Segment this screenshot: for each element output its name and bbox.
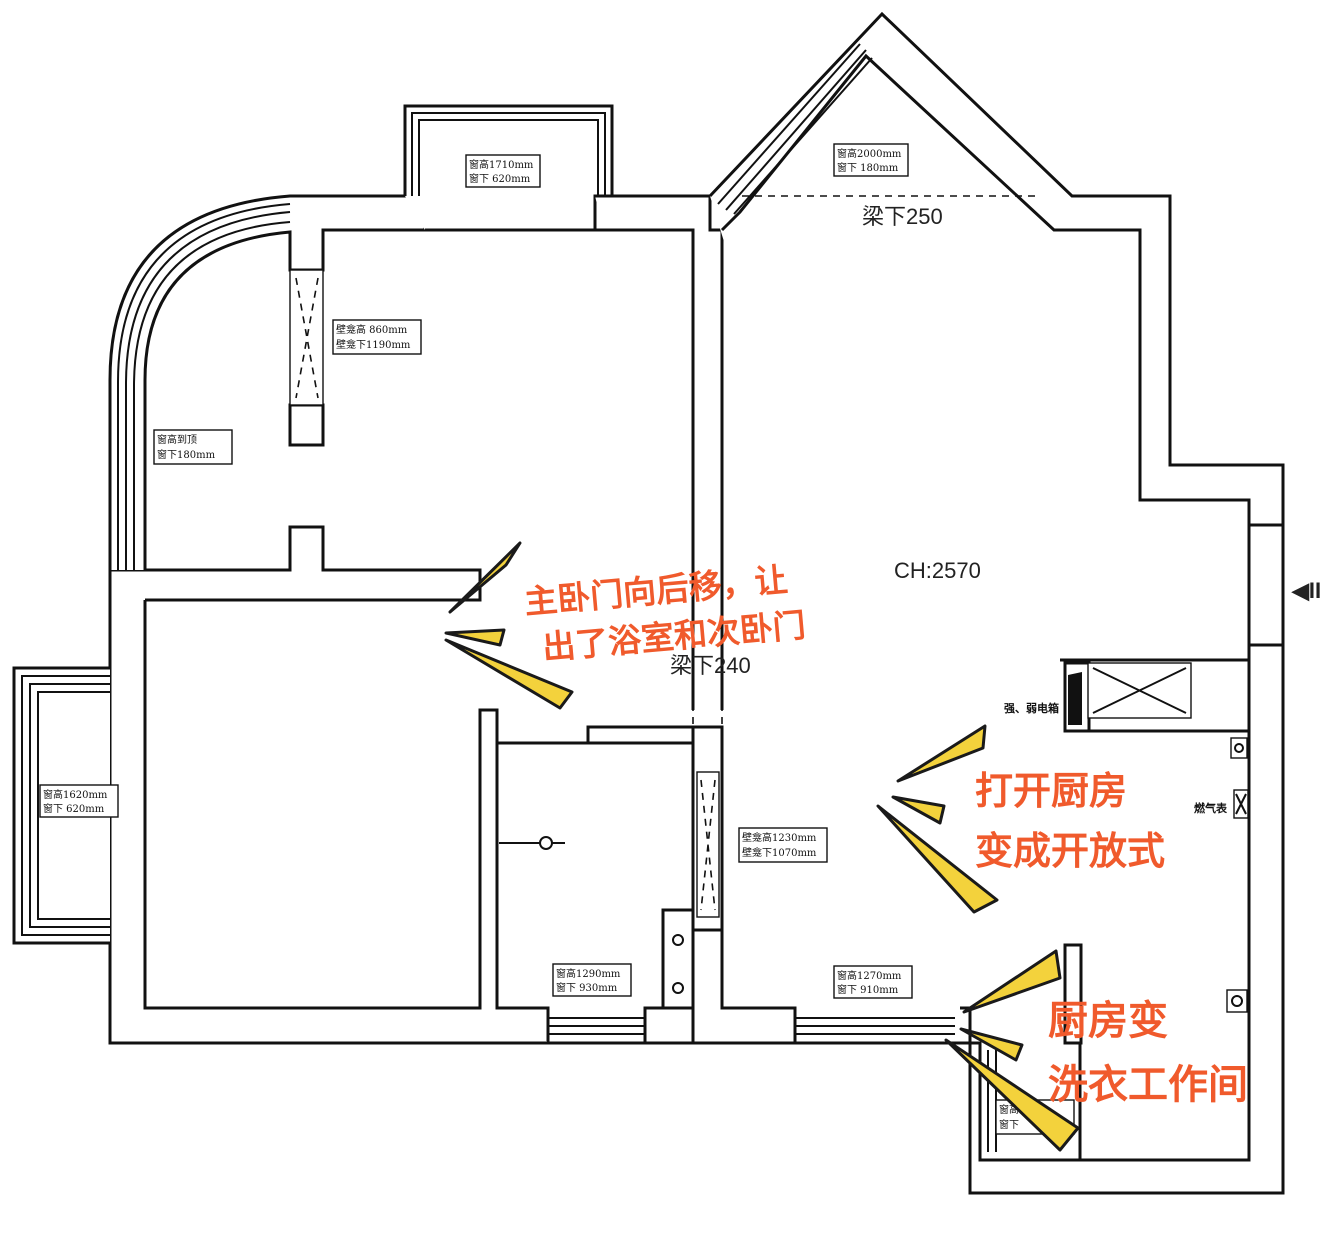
- label-line: 窗高1290mm: [556, 967, 621, 980]
- annotation-text: 打开厨房: [975, 769, 1127, 813]
- bath-south-pier: [643, 1006, 695, 1045]
- burst-ray: [962, 949, 1062, 1014]
- window-label-living: 窗高1270mm 窗下 910mm: [833, 965, 913, 999]
- gas-meter-label: 燃气表: [1193, 801, 1228, 815]
- burst-ray: [876, 804, 999, 914]
- curved-bay-wall: [108, 194, 427, 570]
- bath-south-wall: [497, 1006, 550, 1043]
- label-line: 窗高2000mm: [837, 147, 902, 160]
- label-line: 壁龛下1070mm: [742, 846, 817, 859]
- left-bay-line-3: [37, 691, 110, 920]
- niche-label-2: 壁龛高1230mm 壁龛下1070mm: [738, 827, 828, 863]
- window-label-triangle: 窗高2000mm 窗下 180mm: [833, 143, 909, 177]
- beam-label-top: 梁下250: [862, 204, 943, 229]
- window-label-left-bay: 窗高1620mm 窗下 620mm: [39, 784, 119, 818]
- window-label-top-bedroom: 窗高1710mm 窗下 620mm: [465, 154, 541, 188]
- socket-2-dot: [1231, 995, 1243, 1007]
- label-line: 窗下: [999, 1118, 1019, 1131]
- left-bay-line-1: [21, 675, 110, 936]
- cabinet-cross: [1092, 667, 1187, 714]
- top-window-line-1: [411, 112, 606, 196]
- burst-ray: [896, 724, 987, 783]
- triangle-window-line-2: [725, 49, 867, 211]
- burst-ray: [891, 795, 946, 825]
- niche-2-cross: [700, 779, 716, 911]
- window-label-bath: 窗高1290mm 窗下 930mm: [552, 963, 632, 997]
- label-line: 壁龛高1230mm: [742, 831, 817, 844]
- left-bay-line-2: [29, 683, 110, 928]
- annotation-open-kitchen: 打开厨房 变成开放式: [975, 769, 1165, 873]
- entry-door-opening: [1247, 523, 1285, 647]
- vanity-block: [661, 908, 695, 1010]
- burst-ray: [444, 638, 574, 710]
- walls: [12, 11, 1285, 1195]
- burst-ray: [444, 628, 506, 647]
- burst-ray: [944, 1038, 1080, 1152]
- label-line: 窗下180mm: [157, 448, 216, 461]
- bath-window-lines: [548, 1017, 645, 1035]
- annotation-laundry: 厨房变 洗衣工作间: [1048, 998, 1248, 1108]
- socket-1-dot: [1234, 743, 1244, 753]
- annotation-text: 厨房变: [1048, 998, 1168, 1044]
- entry-arrow-icon: ◀II: [1291, 578, 1321, 603]
- annotation-text: 变成开放式: [975, 829, 1165, 873]
- label-line: 窗下 910mm: [837, 983, 899, 996]
- bay-window-line-3: [133, 221, 291, 570]
- niche-wall-stub: [288, 403, 325, 447]
- label-line: 壁龛下1190mm: [336, 338, 411, 351]
- bay-window-line-2: [125, 211, 291, 570]
- triangle-window-line-1: [717, 43, 861, 205]
- top-window-line-2: [418, 119, 599, 196]
- highlight-bursts: [444, 541, 1080, 1152]
- niche-label-1: 壁龛高 860mm 壁龛下1190mm: [332, 319, 422, 355]
- label-line: 窗高1710mm: [469, 158, 534, 171]
- window-label-bay: 窗高到顶 窗下180mm: [153, 429, 233, 465]
- vanity-socket-1: [672, 934, 684, 946]
- burst-ray: [448, 541, 522, 614]
- door-dash-lines: [692, 600, 723, 727]
- living-south-pier: [960, 1006, 972, 1043]
- niche-1: [289, 269, 324, 406]
- label-line: 壁龛高 860mm: [336, 323, 408, 336]
- label-line: 窗下 620mm: [43, 802, 105, 815]
- window-labels: 窗高1710mm 窗下 620mm 窗高2000mm 窗下 180mm 壁龛高 …: [39, 143, 1075, 1135]
- electrical-panel-icon: [1068, 672, 1082, 725]
- bay-window-line-1: [117, 203, 291, 570]
- annotation-text: 洗衣工作间: [1048, 1062, 1248, 1108]
- label-line: 窗下 930mm: [556, 981, 618, 994]
- living-window-lines: [795, 1017, 955, 1035]
- niche-2: [696, 771, 720, 918]
- beam-label-mid: 梁下240: [670, 653, 751, 678]
- bedroom-divider-wall: [110, 525, 482, 602]
- electrical-panel-label: 强、弱电箱: [1004, 701, 1059, 715]
- label-line: 窗高1270mm: [837, 969, 902, 982]
- socket-1: [1230, 737, 1248, 759]
- laundry-pier: [1063, 943, 1083, 1045]
- annotation-bedroom-door: 主卧门向后移，让 出了浴室和次卧门: [523, 560, 807, 667]
- upper-bedroom-east-wall: [595, 228, 695, 710]
- label-line: 窗下 620mm: [469, 172, 531, 185]
- bath-north-wall: [495, 725, 695, 745]
- label-line: 窗下 180mm: [837, 161, 899, 174]
- label-line: 窗高到顶: [157, 433, 197, 446]
- label-line: 窗高1620mm: [43, 788, 108, 801]
- vanity-socket-2: [672, 982, 684, 994]
- burst-ray: [959, 1027, 1024, 1062]
- triangle-window-line-3: [733, 57, 873, 215]
- socket-2: [1226, 989, 1248, 1013]
- ceiling-height-label: CH:2570: [894, 558, 981, 583]
- gas-meter-cross: [1235, 793, 1247, 815]
